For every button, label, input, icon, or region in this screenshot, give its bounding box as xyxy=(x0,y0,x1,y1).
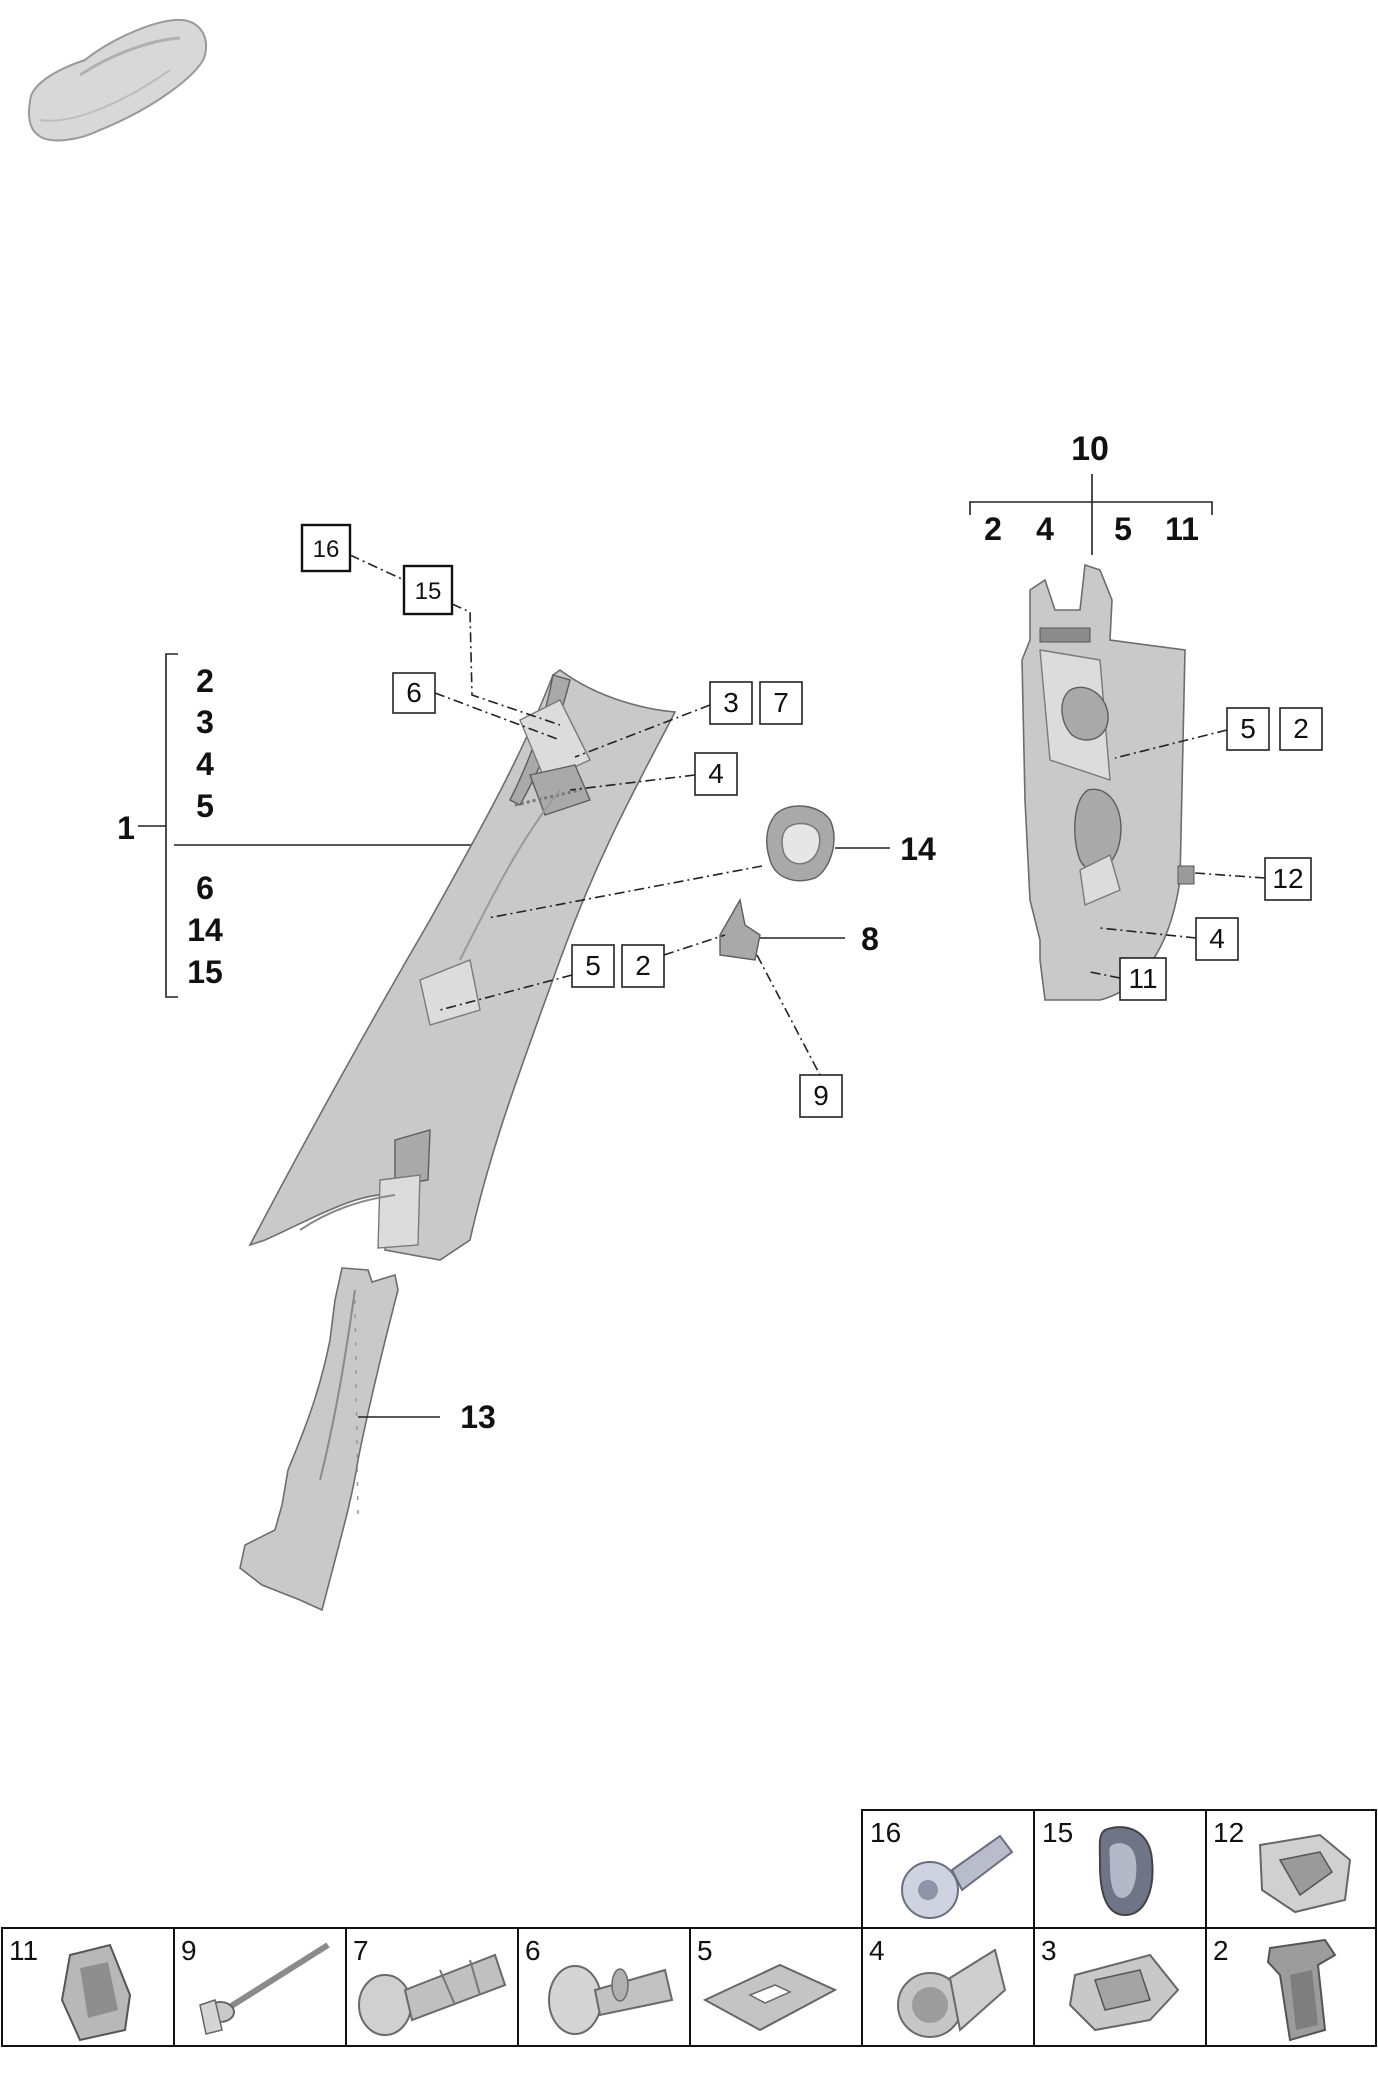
b-pillar-trim-part xyxy=(1021,563,1195,1001)
svg-text:15: 15 xyxy=(415,578,442,605)
group10-sub-label: 11 xyxy=(1165,511,1199,547)
legend-number: 4 xyxy=(869,1935,885,1966)
callout-box-6: 6 xyxy=(392,672,436,714)
car-thumbnail-icon xyxy=(28,18,208,142)
block-clip-icon xyxy=(60,1943,132,2042)
sleeve-icon xyxy=(897,1948,1007,2038)
legend-number: 2 xyxy=(1213,1935,1229,1966)
callout-box-3: 3 xyxy=(709,681,753,725)
pad-icon xyxy=(702,1963,838,2032)
legend-number: 5 xyxy=(697,1935,713,1966)
group10-main-label: 10 xyxy=(1071,430,1109,468)
spring-clip-icon xyxy=(1068,1953,1180,2032)
svg-text:2: 2 xyxy=(635,950,651,981)
group10-sub-label: 5 xyxy=(1114,511,1132,547)
clip-icon xyxy=(1258,1833,1352,1914)
legend-number: 15 xyxy=(1042,1817,1073,1848)
screw-icon xyxy=(901,1834,1014,1919)
callout-box-r4: 4 xyxy=(1195,917,1239,961)
a-pillar-trim-part xyxy=(248,669,677,1261)
legend-number: 7 xyxy=(353,1935,369,1966)
callout-box-2: 2 xyxy=(621,944,665,988)
svg-text:3: 3 xyxy=(723,687,739,718)
group1-upper-label: 2 xyxy=(196,663,214,699)
svg-text:2: 2 xyxy=(1293,713,1309,744)
svg-text:12: 12 xyxy=(1272,863,1303,894)
group10-sub-label: 2 xyxy=(984,511,1002,547)
callout-box-5: 5 xyxy=(571,944,615,988)
group1-lower-label: 15 xyxy=(187,954,223,990)
grommet-icon xyxy=(1098,1826,1154,1917)
svg-text:11: 11 xyxy=(1128,963,1157,994)
callout-box-4: 4 xyxy=(694,752,738,796)
callout-box-r12: 12 xyxy=(1264,857,1312,901)
lower-trim-part-13: 13 xyxy=(239,1267,496,1612)
callout-box-r11: 11 xyxy=(1119,957,1167,1001)
svg-text:4: 4 xyxy=(1209,923,1225,954)
grommet-part-14: 14 xyxy=(487,805,936,919)
legend-number: 9 xyxy=(181,1935,197,1966)
callout-14: 14 xyxy=(900,831,936,867)
group1-lower-label: 6 xyxy=(196,870,214,906)
svg-text:6: 6 xyxy=(406,677,422,708)
svg-text:4: 4 xyxy=(708,758,724,789)
group1-upper-label: 4 xyxy=(196,746,214,782)
legend-number: 12 xyxy=(1213,1817,1244,1848)
callout-box-16: 16 xyxy=(300,523,352,573)
callout-13: 13 xyxy=(460,1399,496,1435)
legend-number: 16 xyxy=(870,1817,901,1848)
legend-number: 3 xyxy=(1041,1935,1057,1966)
svg-text:16: 16 xyxy=(313,536,340,563)
callout-box-r5: 5 xyxy=(1226,707,1270,751)
legend-number: 11 xyxy=(9,1935,38,1966)
callout-box-7: 7 xyxy=(759,681,803,725)
group1-lower-label: 14 xyxy=(187,912,223,948)
group1-bracket: 1 2 3 4 5 6 14 15 xyxy=(117,653,472,998)
callout-box-r2: 2 xyxy=(1279,707,1323,751)
svg-text:5: 5 xyxy=(585,950,601,981)
rivet-icon xyxy=(199,1942,330,2035)
svg-text:7: 7 xyxy=(773,687,789,718)
group1-upper-label: 3 xyxy=(196,704,214,740)
group1-upper-label: 5 xyxy=(196,788,214,824)
parts-legend-grid: 16 15 12 11 9 7 6 5 4 3 2 xyxy=(1,1809,1377,2047)
svg-text:9: 9 xyxy=(813,1080,829,1111)
expansion-clip-icon xyxy=(1266,1938,1337,2042)
group10-sub-label: 4 xyxy=(1036,511,1054,547)
group10-bracket: 10 2 4 5 11 xyxy=(969,430,1213,555)
svg-text:5: 5 xyxy=(1240,713,1256,744)
legend-number: 6 xyxy=(525,1935,541,1966)
stud-icon xyxy=(358,1953,507,2036)
callout-box-15: 15 xyxy=(402,564,454,616)
group1-main-label: 1 xyxy=(117,810,135,846)
push-pin-icon xyxy=(548,1965,674,2035)
bracket-part-8: 8 xyxy=(719,898,879,1076)
callout-box-9: 9 xyxy=(799,1074,843,1118)
callout-8: 8 xyxy=(861,921,879,957)
